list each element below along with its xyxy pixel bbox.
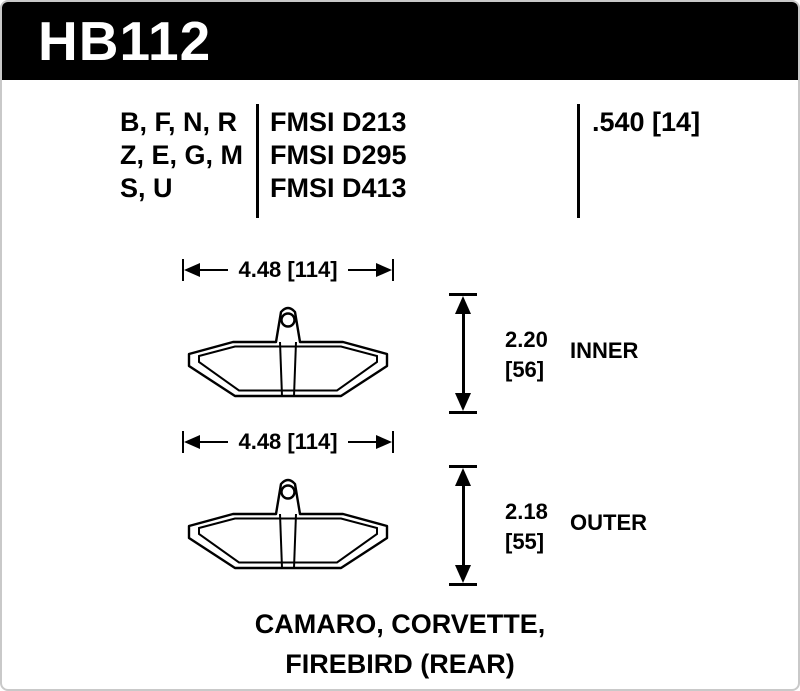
position-label-inner: INNER (570, 338, 639, 363)
height-dimension-inner (448, 293, 478, 414)
dimension-tick (392, 431, 395, 453)
table-divider-line (577, 104, 580, 218)
fmsi-line: FMSI D413 (270, 173, 407, 203)
dimension-tick (449, 411, 477, 414)
dimension-tick (449, 293, 477, 296)
fmsi-numbers: FMSI D213 FMSI D295 FMSI D413 (270, 106, 407, 205)
dimension-tick (449, 465, 477, 468)
width-dimension-outer: 4.48 [114] (182, 429, 395, 454)
arrow-down-icon (455, 565, 471, 583)
arrow-up-icon (455, 296, 471, 314)
height-value: 2.20 (505, 327, 548, 352)
dimension-tick (392, 259, 395, 281)
height-bracket-value: [56] (505, 357, 545, 382)
dimension-tick (182, 431, 184, 453)
arrow-down-icon (455, 393, 471, 411)
position-label-outer: OUTER (570, 510, 647, 535)
arrow-right-icon (376, 263, 393, 277)
part-number: HB112 (38, 10, 212, 72)
dimension-line (200, 441, 229, 443)
height-dimension-label-inner: 2.20 [56] (505, 325, 548, 385)
fmsi-line: FMSI D295 (270, 140, 407, 170)
compound-line: S, U (120, 173, 173, 203)
dimension-line (200, 269, 229, 271)
vehicle-application-title: CAMARO, CORVETTE, FIREBIRD (REAR) (2, 604, 798, 684)
header-bar: HB112 (2, 2, 798, 80)
mounting-hole (280, 484, 296, 500)
width-dimension-label: 4.48 [114] (238, 257, 338, 282)
mounting-hole (280, 312, 296, 328)
dimension-line (347, 269, 377, 271)
compound-line: B, F, N, R (120, 107, 238, 137)
height-bracket-value: [55] (505, 529, 545, 554)
dimension-tick (182, 259, 184, 281)
brake-pad-drawing-inner (187, 306, 389, 398)
pad-thickness-value: .540 [14] (592, 107, 701, 137)
dimension-line (461, 314, 465, 393)
compound-codes: B, F, N, R Z, E, G, M S, U (120, 106, 243, 205)
table-divider-line (256, 104, 259, 218)
application-line: CAMARO, CORVETTE, (254, 609, 546, 639)
arrow-left-icon (184, 263, 200, 277)
arrow-right-icon (376, 435, 393, 449)
height-dimension-label-outer: 2.18 [55] (505, 497, 548, 557)
application-line: FIREBIRD (REAR) (285, 649, 515, 679)
fmsi-line: FMSI D213 (270, 107, 407, 137)
width-dimension-inner: 4.48 [114] (182, 257, 395, 282)
dimension-line (461, 486, 465, 565)
height-dimension-outer (448, 465, 478, 586)
arrow-up-icon (455, 468, 471, 486)
dimension-line (347, 441, 377, 443)
compound-line: Z, E, G, M (120, 140, 244, 170)
dimension-tick (449, 583, 477, 586)
brake-pad-drawing-outer (187, 478, 389, 570)
height-value: 2.18 (505, 499, 548, 524)
arrow-left-icon (184, 435, 200, 449)
width-dimension-label: 4.48 [114] (238, 429, 338, 454)
